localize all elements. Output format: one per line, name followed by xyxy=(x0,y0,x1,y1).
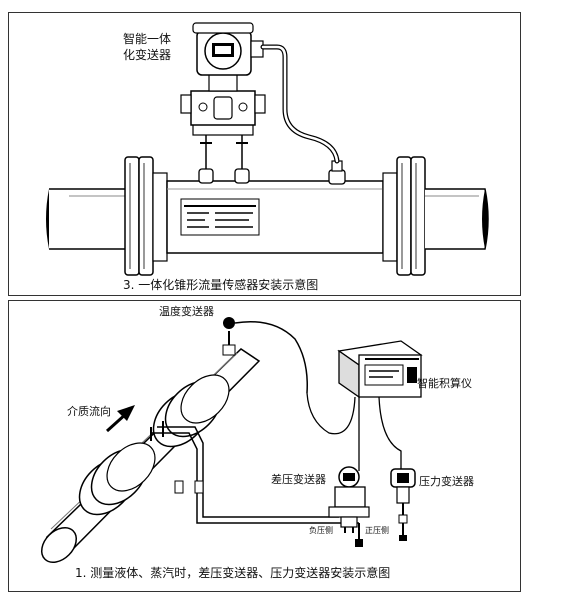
flow-computer xyxy=(337,340,423,399)
bottom-caption: 1. 测量液体、蒸汽时，差压变送器、压力变送器安装示意图 xyxy=(75,565,390,580)
low-pressure-side-label: 负压侧 xyxy=(309,525,333,535)
flow-direction-label: 介质流向 xyxy=(67,404,111,418)
valve-manifold xyxy=(180,90,266,169)
dp-transmitter xyxy=(328,466,370,533)
transmitter-label-line2: 化变送器 xyxy=(123,47,171,62)
impulse-lines xyxy=(150,421,363,547)
top-caption: 3. 一体化锥形流量传感器安装示意图 xyxy=(123,277,318,292)
pressure-taps xyxy=(198,160,346,185)
transmitter-label-line1: 智能一体 xyxy=(123,31,171,46)
left-pipe xyxy=(46,188,138,250)
bottom-diagram-panel: 温度变送器 介质流向 智能积算仪 差压变送器 压力变送器 负压侧 正压侧 1. … xyxy=(8,300,521,592)
right-pipe xyxy=(425,188,489,250)
smart-transmitter xyxy=(192,22,264,92)
pressure-transmitter xyxy=(390,468,416,541)
nameplate xyxy=(180,198,260,236)
left-flange xyxy=(124,156,168,276)
signal-wires xyxy=(306,392,402,471)
pipe-flange-lower xyxy=(78,442,156,516)
cone-flowmeter-diagram: 智能一体 化变送器 3. 一体化锥形流量传感器安装示意图 xyxy=(46,22,489,292)
flow-computer-label: 智能积算仪 xyxy=(417,376,472,390)
right-flange xyxy=(382,156,426,276)
temperature-transmitter xyxy=(222,317,308,394)
high-pressure-side-label: 正压侧 xyxy=(365,525,389,535)
dp-transmitter-label: 差压变送器 xyxy=(271,472,326,486)
top-diagram-panel: 智能一体 化变送器 3. 一体化锥形流量传感器安装示意图 xyxy=(8,12,521,296)
flow-direction-arrow xyxy=(105,405,135,433)
temp-transmitter-label: 温度变送器 xyxy=(159,304,214,318)
dp-pressure-installation-diagram: 温度变送器 介质流向 智能积算仪 差压变送器 压力变送器 负压侧 正压侧 1. … xyxy=(40,304,474,580)
pressure-transmitter-label: 压力变送器 xyxy=(419,474,474,488)
